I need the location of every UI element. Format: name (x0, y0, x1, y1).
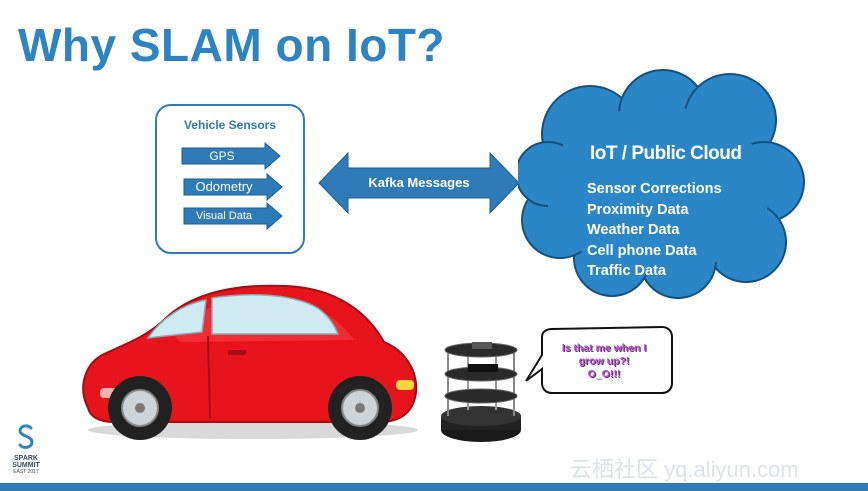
cloud-item-sensor-corrections: Sensor Corrections (587, 181, 722, 197)
right-arrow-icon (183, 173, 283, 201)
sensor-label-odometry: Odometry (195, 179, 253, 194)
speech-line-1: Is that me when I (561, 342, 647, 354)
kafka-messages-arrow: Kafka Messages (318, 151, 520, 215)
cloud-item-traffic-data: Traffic Data (587, 263, 666, 279)
robot-illustration (441, 342, 521, 442)
kafka-messages-label: Kafka Messages (368, 175, 470, 190)
spark-summit-logo: SPARK SUMMIT EAST 2017 (6, 424, 46, 476)
speech-bubble-text: Is that me when I grow up?! O_O!!! (546, 342, 662, 381)
sensor-arrow-gps: GPS (181, 142, 281, 170)
cloud-item-cell-phone-data: Cell phone Data (587, 242, 697, 259)
spark-logo-icon (18, 424, 34, 449)
cloud-item-weather-data: Weather Data (587, 222, 680, 238)
speech-line-3: O_O!!! (587, 368, 621, 380)
vehicle-sensors-box: Vehicle Sensors GPS Odometry Visual Data (155, 104, 305, 254)
vehicle-sensors-title: Vehicle Sensors (183, 118, 277, 132)
speech-line-2: grow up?! (578, 355, 630, 367)
bottom-bar (0, 483, 868, 491)
cloud-item-proximity-data: Proximity Data (587, 201, 689, 218)
sensor-label-visual-data: Visual Data (195, 210, 253, 222)
slide-title: Why SLAM on IoT? (18, 19, 446, 71)
speech-bubble (525, 325, 673, 394)
sensor-arrow-odometry: Odometry (183, 173, 283, 201)
right-arrow-icon (181, 142, 281, 170)
right-arrow-icon (183, 202, 283, 230)
cloud-title: IoT / Public Cloud (590, 143, 742, 164)
cloud-data-list: Sensor Corrections Proximity Data Weathe… (587, 179, 722, 282)
cloud-shape (518, 69, 805, 299)
sensor-arrow-visual-data: Visual Data (183, 202, 283, 230)
car-illustration (82, 284, 418, 440)
sensor-label-gps: GPS (209, 149, 235, 163)
logo-line-spark: SPARK (14, 455, 38, 462)
logo-line-summit: SUMMIT (12, 462, 40, 469)
logo-line-east: EAST 2017 (13, 469, 39, 475)
watermark: 云栖社区 yq.aliyun.com (570, 457, 799, 482)
